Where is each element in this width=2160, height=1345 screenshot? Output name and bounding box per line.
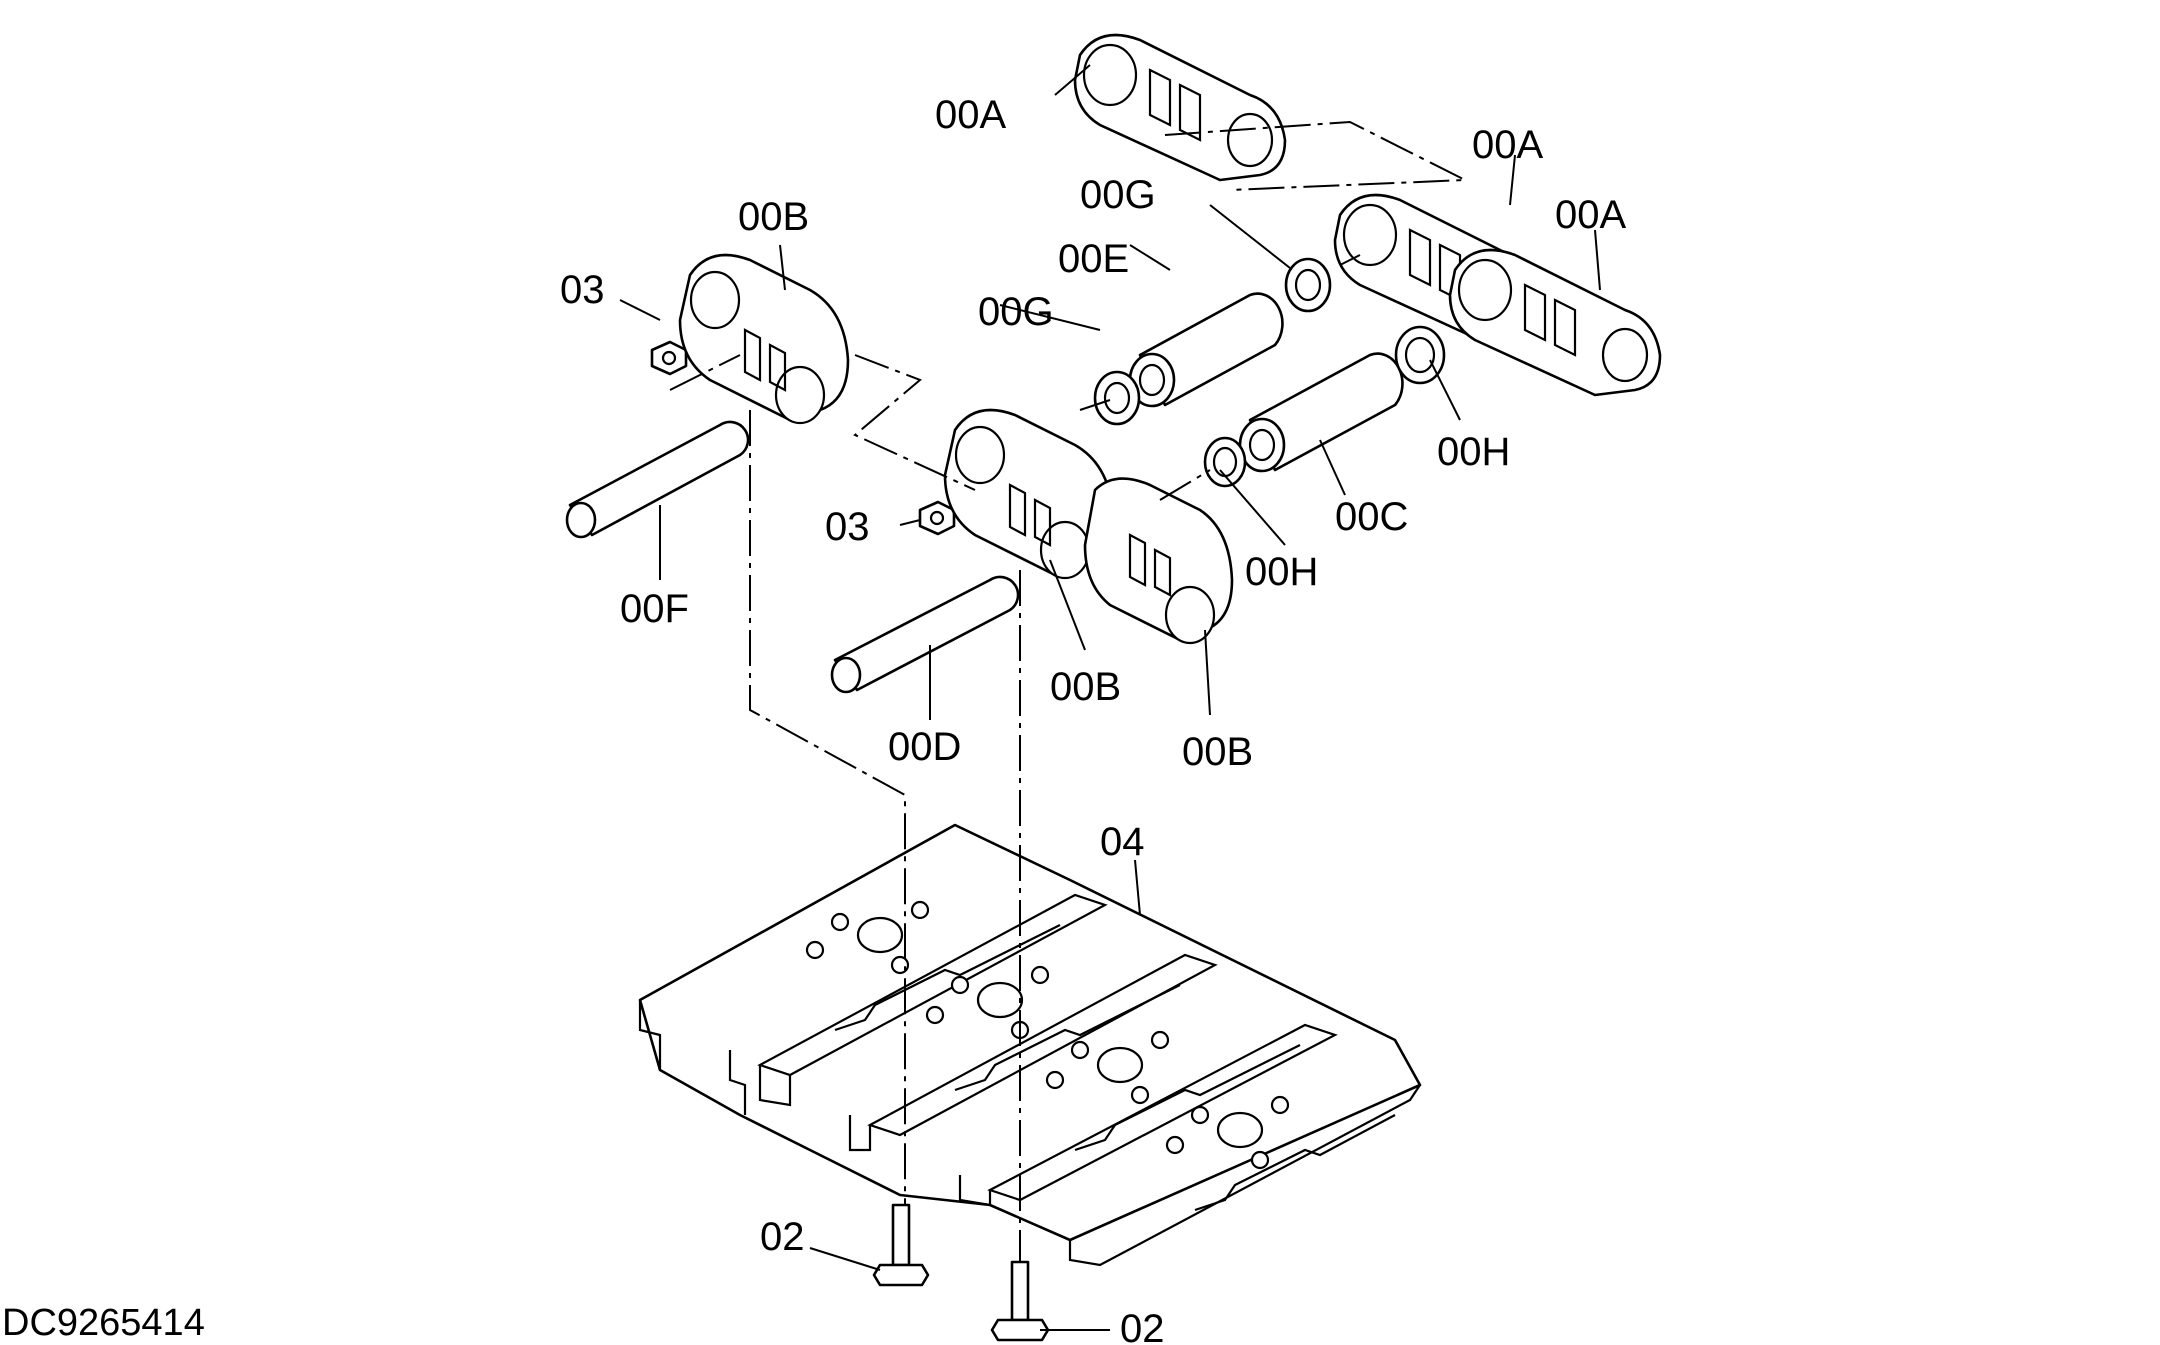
bolt-left xyxy=(872,1203,930,1287)
callout-00A-right2: 00A xyxy=(1555,193,1626,237)
pin-00F xyxy=(565,420,750,539)
callout-00H-mid: 00H xyxy=(1245,550,1318,594)
link-00A-right-front xyxy=(1448,248,1662,397)
callout-04: 04 xyxy=(1100,820,1145,864)
callout-00A-top: 00A xyxy=(935,93,1006,137)
bushing-00C xyxy=(1238,352,1404,473)
callout-02-left: 02 xyxy=(760,1215,805,1259)
callout-00F: 00F xyxy=(620,587,689,631)
callout-00B-mid2: 00B xyxy=(1182,730,1253,774)
callout-03-mid: 03 xyxy=(825,505,870,549)
leader-lines xyxy=(619,64,1601,1331)
link-00B-mid-right xyxy=(1083,477,1234,645)
callout-00E: 00E xyxy=(1058,237,1129,281)
callout-00G-mid: 00G xyxy=(978,290,1054,334)
nut-top xyxy=(650,340,688,376)
seal-00G-top xyxy=(1284,257,1332,313)
callout-00B-mid1: 00B xyxy=(1050,665,1121,709)
link-00A-top xyxy=(1073,33,1287,182)
seal-00G-mid xyxy=(1093,370,1141,426)
assembly-center-lines xyxy=(669,120,1469,1262)
bolt-right xyxy=(990,1260,1050,1342)
seal-00H-mid xyxy=(1203,436,1247,488)
callout-02-right: 02 xyxy=(1120,1307,1165,1345)
nut-mid xyxy=(918,500,956,536)
callout-00G-top: 00G xyxy=(1080,173,1156,217)
callout-00C: 00C xyxy=(1335,495,1408,539)
callout-00A-right1: 00A xyxy=(1472,123,1543,167)
callout-00H-right: 00H xyxy=(1437,430,1510,474)
callout-00D: 00D xyxy=(888,725,961,769)
link-00B-mid xyxy=(943,408,1115,580)
callout-00B-top: 00B xyxy=(738,195,809,239)
pin-00D xyxy=(830,575,1020,694)
seal-00H-right xyxy=(1394,325,1446,385)
callout-03-top: 03 xyxy=(560,268,605,312)
drawing-id: DC9265414 xyxy=(2,1302,205,1344)
link-00B-top xyxy=(678,253,850,425)
track-shoe xyxy=(638,823,1422,1267)
bushing-00E xyxy=(1128,292,1284,408)
